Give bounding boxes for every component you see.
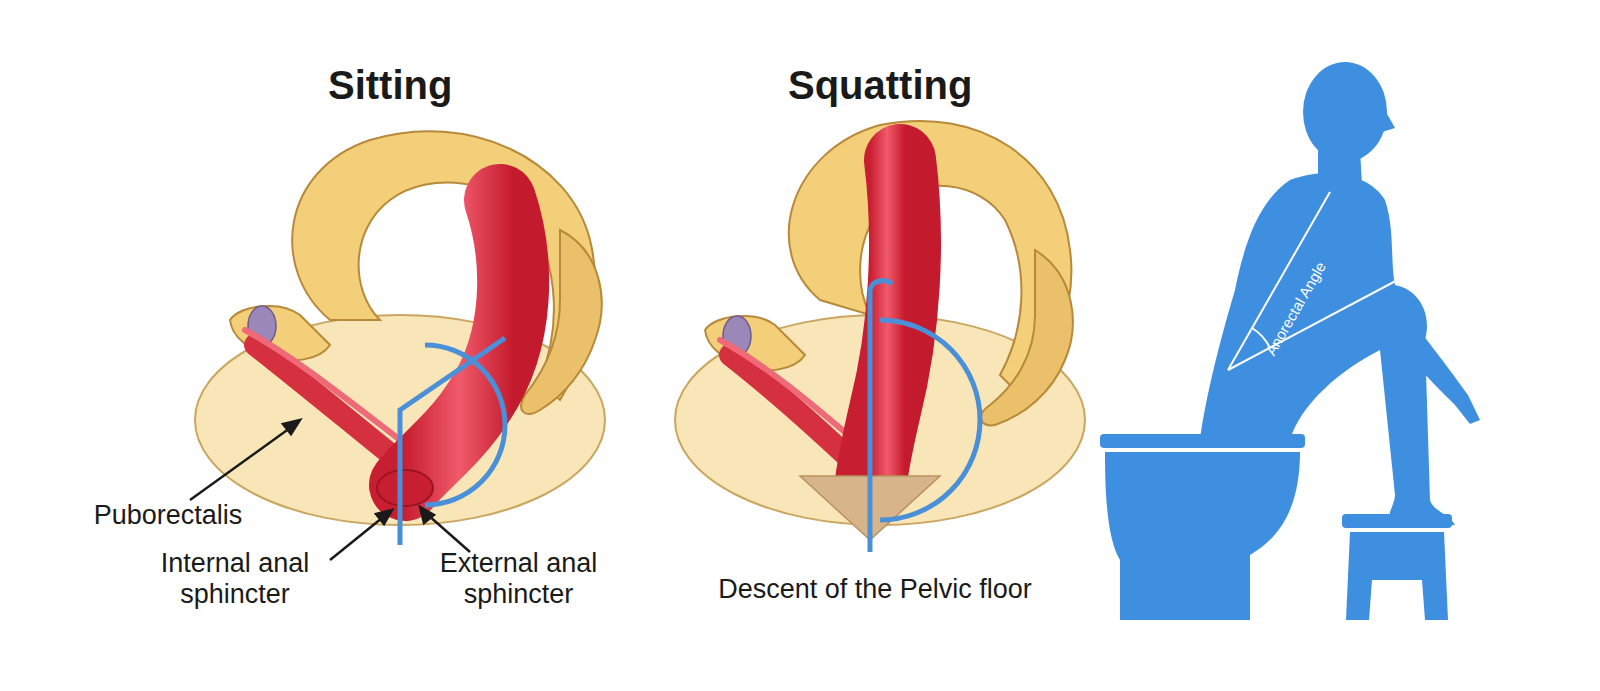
panel-heading: Sitting: [328, 62, 452, 108]
part-label: External anal sphincter: [411, 548, 626, 610]
part-label: Descent of the Pelvic floor: [665, 574, 1085, 605]
part-label: Puborectalis: [68, 500, 268, 531]
squatting-figure: [1100, 62, 1480, 620]
part-label: Internal anal sphincter: [135, 548, 335, 610]
panel-heading: Squatting: [788, 62, 972, 108]
anorectal-angle-lines: [1228, 192, 1405, 370]
squatting-pelvis: [675, 121, 1085, 552]
sitting-pelvis: [195, 131, 605, 545]
leader-arrows: [190, 420, 470, 560]
